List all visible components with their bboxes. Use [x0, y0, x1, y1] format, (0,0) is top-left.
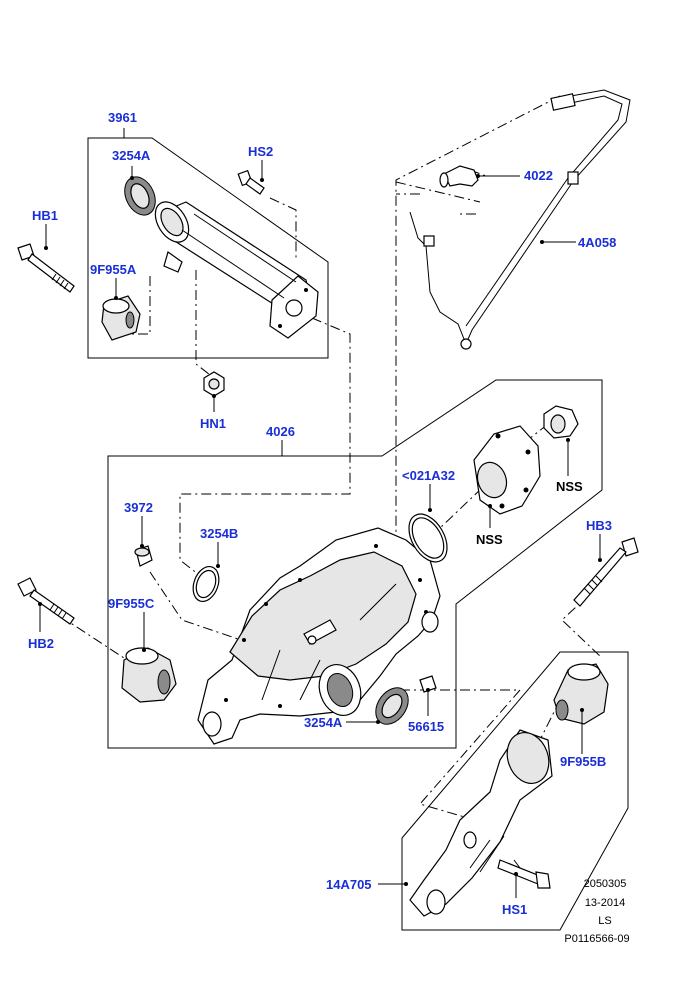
callout-NSS-nut: NSS — [556, 479, 583, 494]
bolt-HB1 — [17, 243, 75, 293]
alignment-line — [126, 276, 151, 335]
callout-4026: 4026 — [266, 424, 295, 439]
callout-14A705: 14A705 — [326, 877, 372, 892]
bushing-9F955B — [553, 663, 609, 725]
seal-3254B — [192, 565, 220, 603]
callout-3254B: 3254B — [200, 526, 238, 541]
frame-3961 — [87, 137, 329, 359]
callout-4A058: 4A058 — [578, 235, 616, 250]
callout-NSS-flange: NSS — [476, 532, 503, 547]
mount-bracket-14A705 — [409, 729, 553, 917]
bolt-HS2 — [237, 169, 265, 195]
callout-3254A-bottom: 3254A — [304, 715, 343, 730]
reference-code: LS — [598, 915, 612, 927]
alignment-line — [179, 317, 351, 583]
bolt-HB2 — [17, 577, 75, 625]
alignment-line — [400, 689, 522, 819]
frame-4026 — [107, 379, 603, 749]
callout-3961: 3961 — [108, 110, 137, 125]
callout-HB1: HB1 — [32, 208, 58, 223]
seal-3254A-top — [124, 176, 156, 216]
breather-elbow-4022 — [439, 165, 479, 188]
callout-HB3: HB3 — [586, 518, 612, 533]
callout-4022: 4022 — [524, 168, 553, 183]
reference-date: 13-2014 — [584, 897, 626, 909]
reference-illustration-id: P0116566-09 — [564, 933, 630, 945]
callout-9F955B: 9F955B — [560, 754, 606, 769]
callout-56615: 56615 — [408, 719, 444, 734]
alignment-line — [395, 181, 481, 203]
differential-4026 — [197, 527, 441, 745]
alignment-line — [59, 615, 125, 659]
callout-9F955C: 9F955C — [108, 596, 155, 611]
bushing-9F955A — [101, 295, 141, 341]
callout-3254A-top: 3254A — [112, 148, 151, 163]
bushing-9F955C — [121, 647, 177, 703]
callout-HN1: HN1 — [200, 416, 226, 431]
rear-mount-tube-3961 — [154, 201, 319, 339]
flange-nut-NSS — [543, 405, 579, 439]
callout-HB2: HB2 — [28, 636, 54, 651]
frame-14A705 — [401, 651, 629, 931]
output-flange-NSS — [473, 425, 541, 515]
oring-021A32 — [408, 513, 448, 563]
nut-HN1 — [203, 371, 225, 397]
bolt-HB3 — [573, 537, 639, 607]
seal-3254A-bottom — [375, 687, 409, 725]
alignment-line — [561, 593, 603, 659]
callout-021A32: <021A32 — [402, 468, 455, 483]
breather-tube-4A058 — [409, 89, 631, 350]
reference-number: 2050305 — [583, 878, 627, 890]
callout-9F955A: 9F955A — [90, 262, 137, 277]
callout-HS1: HS1 — [502, 902, 527, 917]
alignment-line — [195, 270, 215, 379]
plug-56615 — [419, 675, 437, 693]
alignment-line — [269, 197, 297, 258]
bushing-3972 — [134, 545, 153, 567]
bolt-HS1 — [497, 859, 551, 889]
callout-3972: 3972 — [124, 500, 153, 515]
callout-HS2: HS2 — [248, 144, 273, 159]
